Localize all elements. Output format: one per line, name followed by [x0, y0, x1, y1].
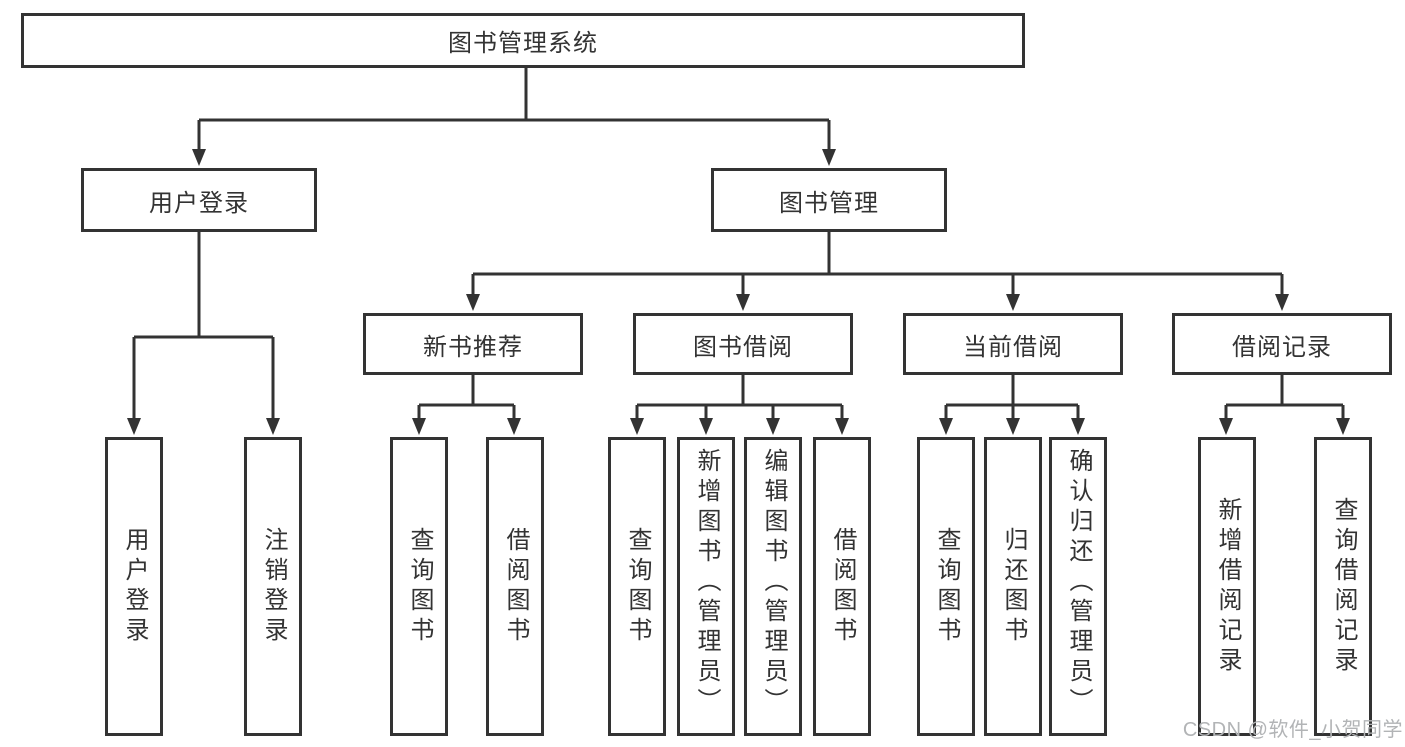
- leaf-add-book-admin: 新增图书（管理员）: [677, 437, 735, 736]
- arrowhead: [192, 149, 206, 166]
- arrowhead: [1219, 418, 1233, 435]
- split-current-borrow: [944, 375, 1080, 420]
- leaf-borrow-books: 借阅图书: [813, 437, 871, 736]
- split-new-book-recommend: [417, 375, 516, 420]
- leaf-label: 查询图书: [624, 526, 651, 647]
- arrowhead: [699, 418, 713, 435]
- arrowhead: [507, 418, 521, 435]
- leaf-label: 用户登录: [121, 526, 148, 647]
- split-root: [197, 118, 831, 150]
- leaf-confirm-return-admin: 确认归还（管理员）: [1049, 437, 1107, 736]
- arrowhead: [630, 418, 644, 435]
- arrowhead: [412, 418, 426, 435]
- arrowhead: [835, 418, 849, 435]
- node-label: 当前借阅: [963, 333, 1063, 361]
- leaf-query-books-current: 查询图书: [917, 437, 975, 736]
- leaf-borrow-books-recommend: 借阅图书: [486, 437, 544, 736]
- arrowhead: [466, 294, 480, 311]
- leaf-return-book: 归还图书: [984, 437, 1042, 736]
- leaf-query-books-borrow: 查询图书: [608, 437, 666, 736]
- node-book-management: 图书管理: [711, 168, 947, 232]
- leaf-label: 借阅图书: [829, 526, 856, 647]
- csdn-watermark: CSDN @软件_小贺同学: [1182, 719, 1403, 741]
- arrowhead: [266, 418, 280, 435]
- node-root-library-system: 图书管理系统: [21, 13, 1025, 68]
- connector-paths: [132, 68, 1345, 420]
- leaf-label: 查询借阅记录: [1330, 496, 1357, 677]
- leaf-query-books-recommend: 查询图书: [390, 437, 448, 736]
- arrowhead: [766, 418, 780, 435]
- arrowhead: [127, 418, 141, 435]
- node-label: 图书借阅: [693, 333, 793, 361]
- leaf-label: 新增借阅记录: [1214, 496, 1241, 677]
- leaf-user-login: 用户登录: [105, 437, 163, 736]
- node-label: 用户登录: [149, 189, 249, 217]
- arrowhead: [1006, 294, 1020, 311]
- leaf-query-borrow-record: 查询借阅记录: [1314, 437, 1372, 736]
- leaf-add-borrow-record: 新增借阅记录: [1198, 437, 1256, 736]
- leaf-edit-book-admin: 编辑图书（管理员）: [744, 437, 802, 736]
- arrowhead: [822, 149, 836, 166]
- node-label: 新书推荐: [423, 333, 523, 361]
- node-label: 图书管理系统: [448, 30, 598, 57]
- node-user-login: 用户登录: [81, 168, 317, 232]
- arrowhead: [939, 418, 953, 435]
- split-user-login: [132, 232, 275, 420]
- leaf-label: 新增图书（管理员）: [693, 448, 720, 718]
- arrowhead: [1336, 418, 1350, 435]
- node-book-borrow: 图书借阅: [633, 313, 853, 375]
- leaf-label: 编辑图书（管理员）: [760, 448, 787, 718]
- arrowhead: [736, 294, 750, 311]
- arrowhead: [1006, 418, 1020, 435]
- split-borrow-records: [1224, 375, 1345, 420]
- leaf-label: 查询图书: [406, 526, 433, 647]
- arrowhead: [1275, 294, 1289, 311]
- node-current-borrow: 当前借阅: [903, 313, 1123, 375]
- leaf-label: 注销登录: [260, 526, 287, 647]
- node-borrow-records: 借阅记录: [1172, 313, 1392, 375]
- node-label: 借阅记录: [1232, 333, 1332, 361]
- leaf-label: 归还图书: [1000, 526, 1027, 647]
- leaf-label: 确认归还（管理员）: [1065, 448, 1092, 718]
- arrowheads: [127, 149, 1350, 435]
- split-book-borrow: [635, 375, 844, 420]
- leaf-label: 借阅图书: [502, 526, 529, 647]
- node-label: 图书管理: [779, 189, 879, 217]
- node-new-book-recommend: 新书推荐: [363, 313, 583, 375]
- leaf-label: 查询图书: [933, 526, 960, 647]
- leaf-logout: 注销登录: [244, 437, 302, 736]
- split-book-management: [471, 232, 1284, 296]
- arrowhead: [1071, 418, 1085, 435]
